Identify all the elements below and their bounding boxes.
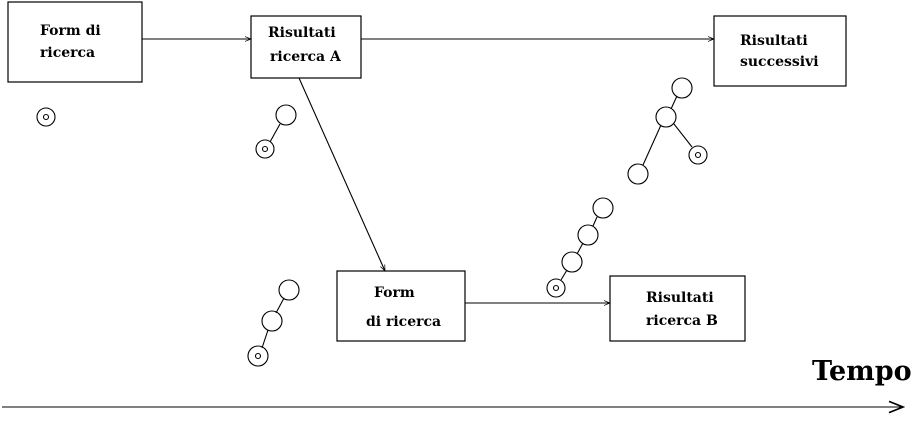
results-b-box: Risultati ricerca B xyxy=(609,275,746,342)
form-box-1-line1: Form di xyxy=(40,23,101,39)
history-stack-1 xyxy=(36,107,56,127)
history-stack-4 xyxy=(546,197,614,298)
results-a-line1: Risultati xyxy=(268,25,336,41)
results-a-line2: ricerca A xyxy=(270,49,342,65)
arrow-results-a-to-form2 xyxy=(298,77,386,272)
form-box-1-line2: ricerca xyxy=(40,45,95,61)
form-box-2-line2: di ricerca xyxy=(366,314,441,330)
results-a-box: Risultati ricerca A xyxy=(250,15,362,79)
results-b-line1: Risultati xyxy=(646,290,714,306)
form-box-2-line1: Form xyxy=(374,285,415,301)
history-stack-3 xyxy=(247,279,300,367)
history-stack-5 xyxy=(627,77,708,185)
results-next-line1: Risultati xyxy=(740,33,808,49)
results-next-box: Risultati successivi xyxy=(713,15,847,87)
results-b-line2: ricerca B xyxy=(646,313,718,329)
history-stack-2 xyxy=(255,104,297,159)
time-axis-label: Tempo xyxy=(812,356,912,387)
form-box-2: Form di ricerca xyxy=(336,270,466,342)
time-axis: Tempo xyxy=(2,356,912,407)
results-next-line2: successivi xyxy=(740,54,819,70)
form-box-1: Form di ricerca xyxy=(7,1,143,83)
